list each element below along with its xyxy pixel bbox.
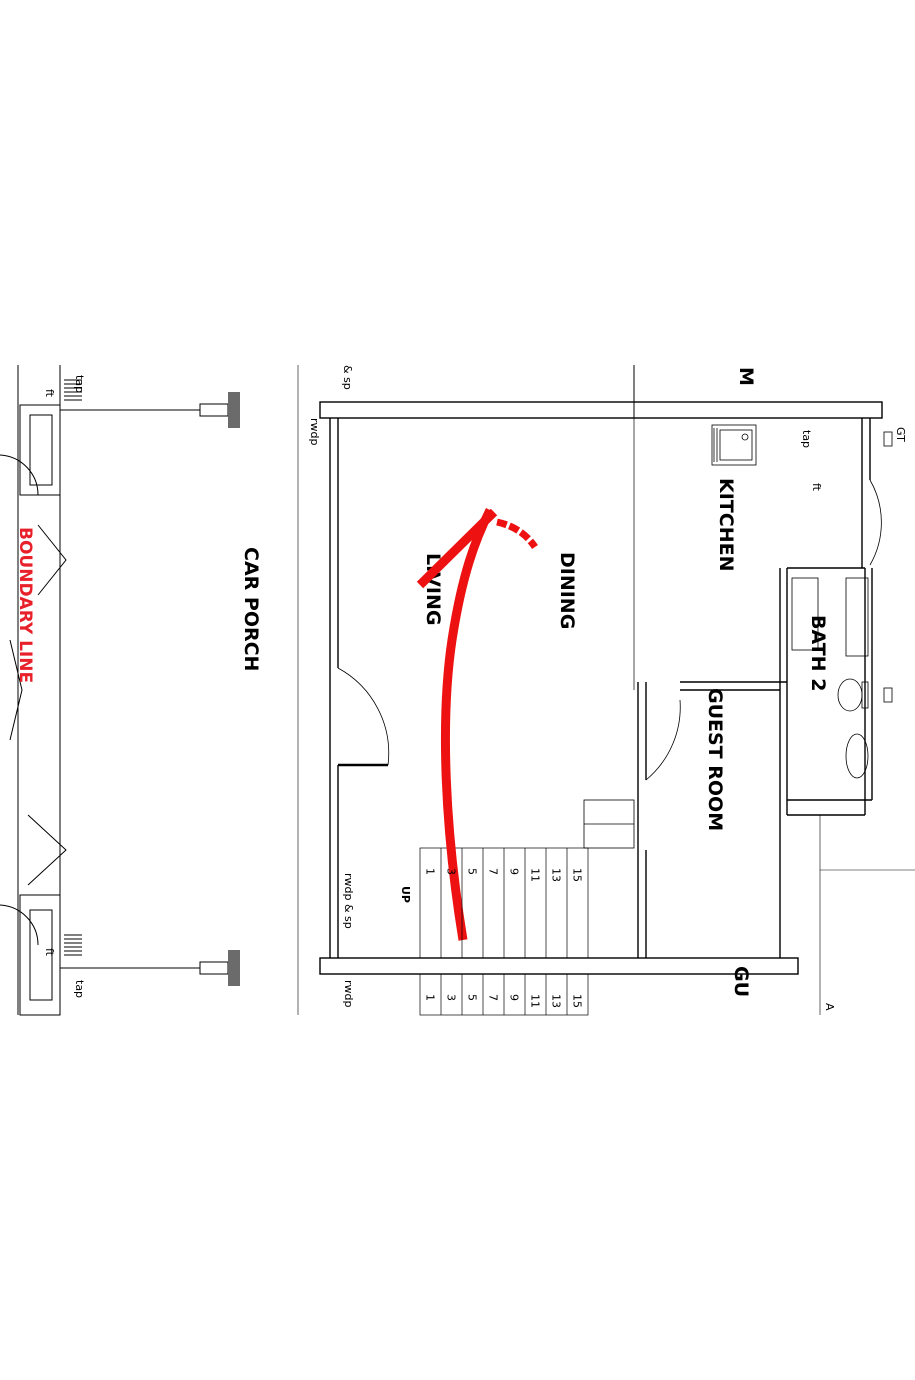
stair-upper-step-number: 13	[550, 868, 563, 882]
stair-landing	[583, 799, 635, 849]
stair-lower-step-number: 1	[424, 994, 437, 1001]
tap-note: tap	[800, 430, 813, 448]
stair-lower-step-number: 11	[529, 994, 542, 1008]
kitchen-sink	[711, 424, 757, 466]
rwdp-note: rwdp	[308, 418, 321, 446]
a-note: A	[823, 1003, 836, 1011]
boundary-strip	[0, 365, 82, 1016]
boundary-line-label: BOUNDARY LINE	[15, 527, 35, 683]
stairs-up-label: UP	[399, 886, 412, 903]
ft-note: ft	[43, 948, 56, 957]
gate-tracks	[60, 409, 205, 969]
rwdp-note: rwdp	[342, 980, 355, 1008]
ft-note: ft	[810, 483, 823, 492]
columns	[199, 392, 240, 986]
stair-lower-step-number: 5	[466, 994, 479, 1001]
partial-room-label-bottom: GU	[730, 966, 752, 997]
walls	[319, 365, 915, 1015]
stair-upper-step-number: 3	[445, 868, 458, 875]
ft-note: ft	[43, 389, 56, 398]
car-porch-label: CAR PORCH	[240, 547, 262, 671]
tap-note: tap	[73, 980, 86, 998]
partial-room-label-top: M	[735, 367, 757, 386]
annotation-arrow	[416, 507, 538, 941]
arrow-head-right	[496, 518, 538, 550]
stair-lower-step-number: 9	[508, 994, 521, 1001]
stair-upper-step-number: 11	[529, 868, 542, 882]
stair-lower-step-number: 15	[571, 994, 584, 1008]
stair-upper-step-number: 5	[466, 868, 479, 875]
arrow-head-left	[416, 508, 498, 589]
stair-upper-step-number: 15	[571, 868, 584, 882]
stair-lower-step-number: 3	[445, 994, 458, 1001]
rwdp-sp-note: rwdp & sp	[342, 873, 355, 929]
guest-room-label: GUEST ROOM	[704, 688, 726, 831]
arrow-shaft	[440, 507, 495, 941]
kitchen-label: KITCHEN	[715, 478, 737, 571]
tap-note: tap	[73, 375, 86, 393]
window	[883, 431, 893, 703]
shower-fixture	[791, 577, 869, 657]
stair-lower-step-number: 13	[550, 994, 563, 1008]
washbasin	[845, 733, 869, 779]
dining-label: DINING	[556, 552, 578, 629]
stair-upper-step-number: 9	[508, 868, 521, 875]
stair-upper-step-number: 1	[424, 868, 437, 875]
sp-note: & sp	[341, 365, 354, 390]
stair-lower-step-number: 7	[487, 994, 500, 1001]
gt-note: GT	[894, 427, 907, 442]
bath-2-label: BATH 2	[807, 615, 829, 691]
stair-upper-step-number: 7	[487, 868, 500, 875]
toilet	[837, 678, 869, 712]
